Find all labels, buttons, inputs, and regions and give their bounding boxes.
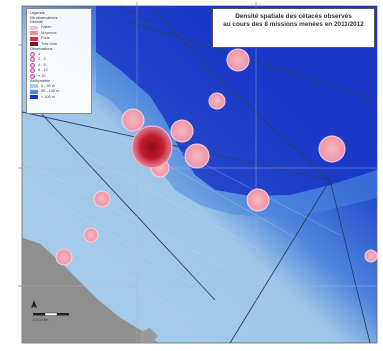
legend-label: 1: [38, 51, 41, 56]
legend-swatch: [30, 36, 38, 41]
legend-label: 4 - 5: [38, 62, 46, 67]
legend-label: Très forte: [41, 41, 58, 46]
legend-title: Légende: [30, 11, 45, 15]
north-label: N: [32, 304, 35, 309]
legend-bathy-title: Bathymétrie: [30, 78, 51, 83]
legend-bathy-row: > 100 m: [30, 94, 88, 100]
legend-dot: [30, 73, 35, 79]
legend-dot: [30, 62, 35, 68]
legend-density-row: Très forte: [30, 41, 88, 47]
scale-label: 0 5 10 km: [33, 318, 49, 322]
map-title-line-1: Densité spatiale des cétacés observés: [235, 13, 352, 20]
density-spot: [83, 227, 99, 243]
density-markers: [55, 48, 378, 266]
legend-density-title: Densité: [30, 20, 43, 25]
shelf-slope-zone: [96, 52, 377, 218]
legend-label: Forte: [41, 36, 50, 41]
legend-label: > 10: [38, 73, 46, 78]
density-spot: [226, 48, 250, 72]
bathymetry-lines: [21, 109, 341, 321]
map-title-box: Densité spatiale des cétacés observés au…: [212, 8, 375, 48]
legend-point-row: 6 - 10: [30, 68, 88, 74]
density-spot: [184, 143, 210, 169]
legend-point-row: 4 - 5: [30, 62, 88, 68]
legend-point-row: 2 - 3: [30, 57, 88, 63]
density-spot: [93, 190, 111, 208]
legend-label: 2 - 3: [38, 57, 46, 62]
legend-point-row: 1: [30, 51, 88, 57]
density-spot: [121, 108, 145, 132]
legend-density-row: Forte: [30, 36, 88, 42]
density-hotspot: [131, 125, 173, 169]
coastline-land: [21, 237, 159, 344]
sector-lines: [21, 5, 378, 344]
legend-density-row: Moyenne: [30, 30, 88, 36]
legend-swatch: [30, 31, 38, 36]
density-spot: [55, 248, 73, 266]
legend-swatch: [30, 42, 38, 47]
legend-points-title: Observations: [30, 46, 53, 51]
legend-point-row: > 10: [30, 73, 88, 79]
map-title-line-2: au cours des 8 missions menées en 2011/2…: [223, 21, 364, 28]
legend-bathy-row: 50 - 100 m: [30, 89, 88, 95]
legend-swatch: [30, 25, 38, 30]
legend-label: Moyenne: [41, 30, 57, 35]
legend-dot: [30, 51, 35, 57]
legend-dot: [30, 57, 35, 63]
deep-water-zone: [96, 6, 377, 196]
land-islet: [140, 328, 158, 343]
legend-label: 6 - 10: [38, 68, 48, 73]
scale-bar: [33, 312, 69, 316]
map-legend: Légende Nb observations Densité Faible M…: [26, 8, 92, 114]
legend-density-row: Faible: [30, 25, 88, 31]
density-spot: [246, 188, 270, 212]
density-spot: [364, 249, 378, 263]
legend-swatch: [30, 89, 38, 94]
legend-swatch: [30, 84, 38, 89]
legend-bathy-row: 0 - 50 m: [30, 83, 88, 89]
legend-swatch: [30, 95, 38, 100]
legend-label: 0 - 50 m: [41, 83, 55, 88]
frame-ticks: [18, 2, 257, 287]
density-spot: [318, 135, 346, 163]
legend-label: > 100 m: [41, 94, 55, 99]
density-spot: [170, 119, 194, 143]
legend-label: 50 - 100 m: [41, 89, 60, 94]
legend-subtitle: Nb observations: [30, 15, 58, 20]
density-spot: [208, 92, 226, 110]
north-arrow-icon: [31, 300, 37, 308]
legend-label: Faible: [41, 25, 52, 30]
legend-dot: [30, 68, 35, 74]
